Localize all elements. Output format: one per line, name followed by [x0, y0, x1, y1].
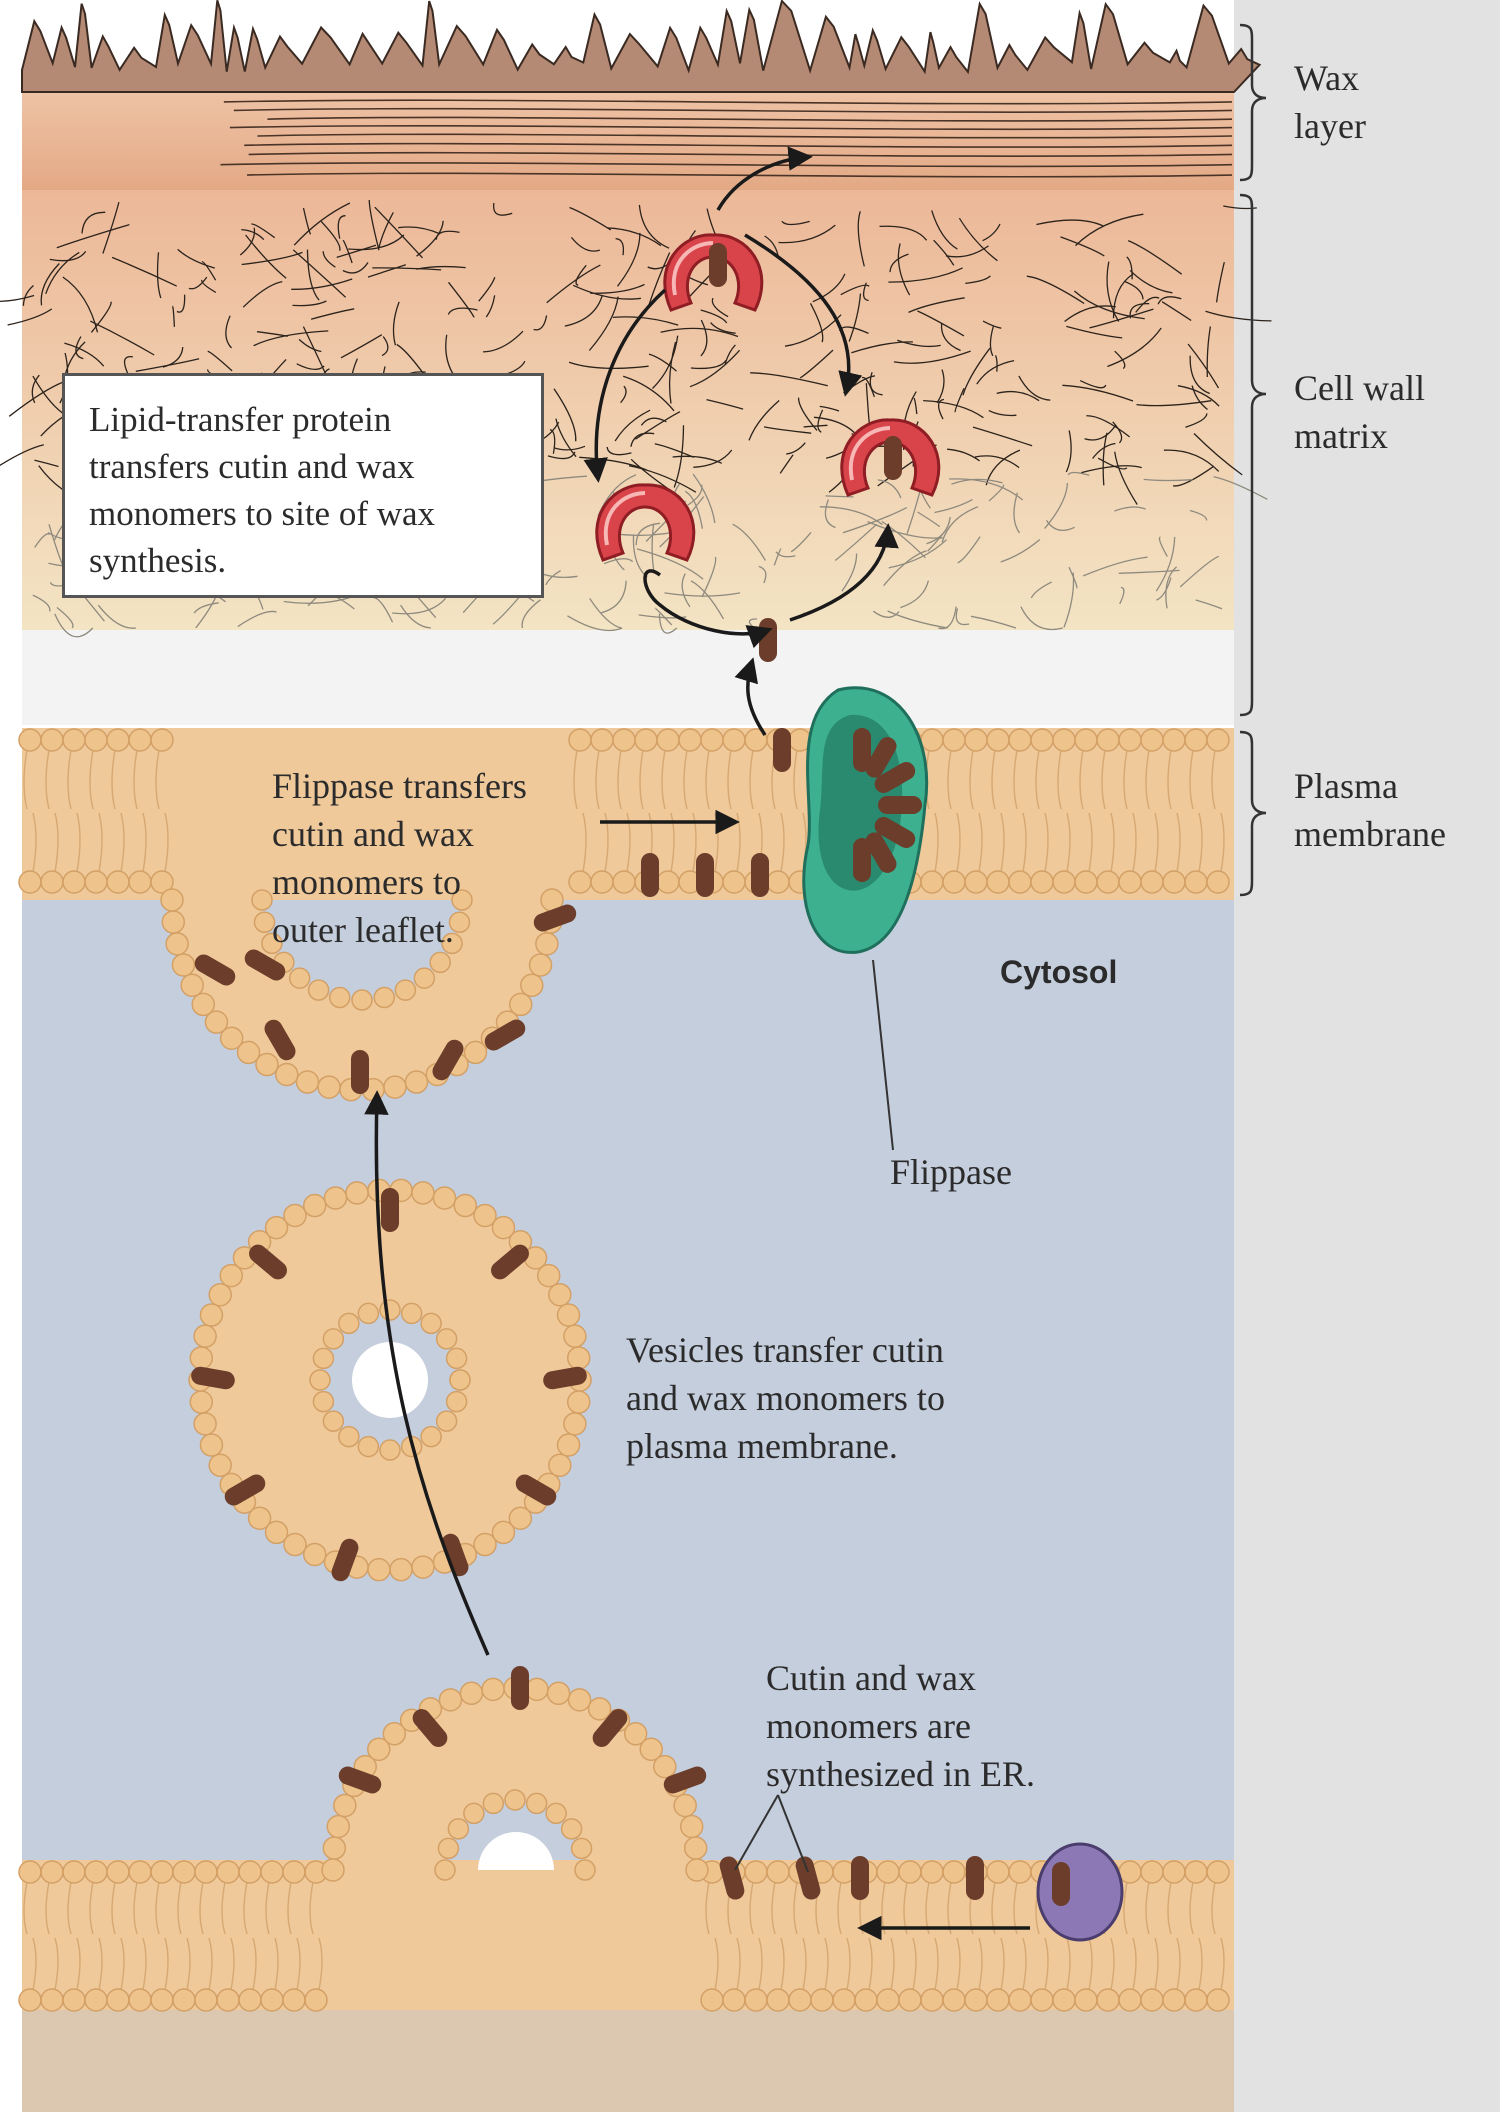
callout-line: synthesis.: [89, 537, 541, 584]
wax-crystals: [22, 0, 1260, 92]
callout-line: monomers to site of wax: [89, 490, 541, 537]
callout-line: Lipid-transfer protein: [89, 396, 541, 443]
cytosol-label: Cytosol: [1000, 948, 1117, 996]
flippase-label: Flippase: [890, 1148, 1012, 1196]
callout-line: transfers cutin and wax: [89, 443, 541, 490]
side-panel: [1234, 0, 1500, 2112]
er-lumen: [22, 2010, 1234, 2112]
lipid-transfer-callout: Lipid-transfer protein transfers cutin a…: [62, 373, 544, 598]
cell-wall-gap: [22, 630, 1234, 725]
er-synthase-protein: [1038, 1844, 1122, 1940]
